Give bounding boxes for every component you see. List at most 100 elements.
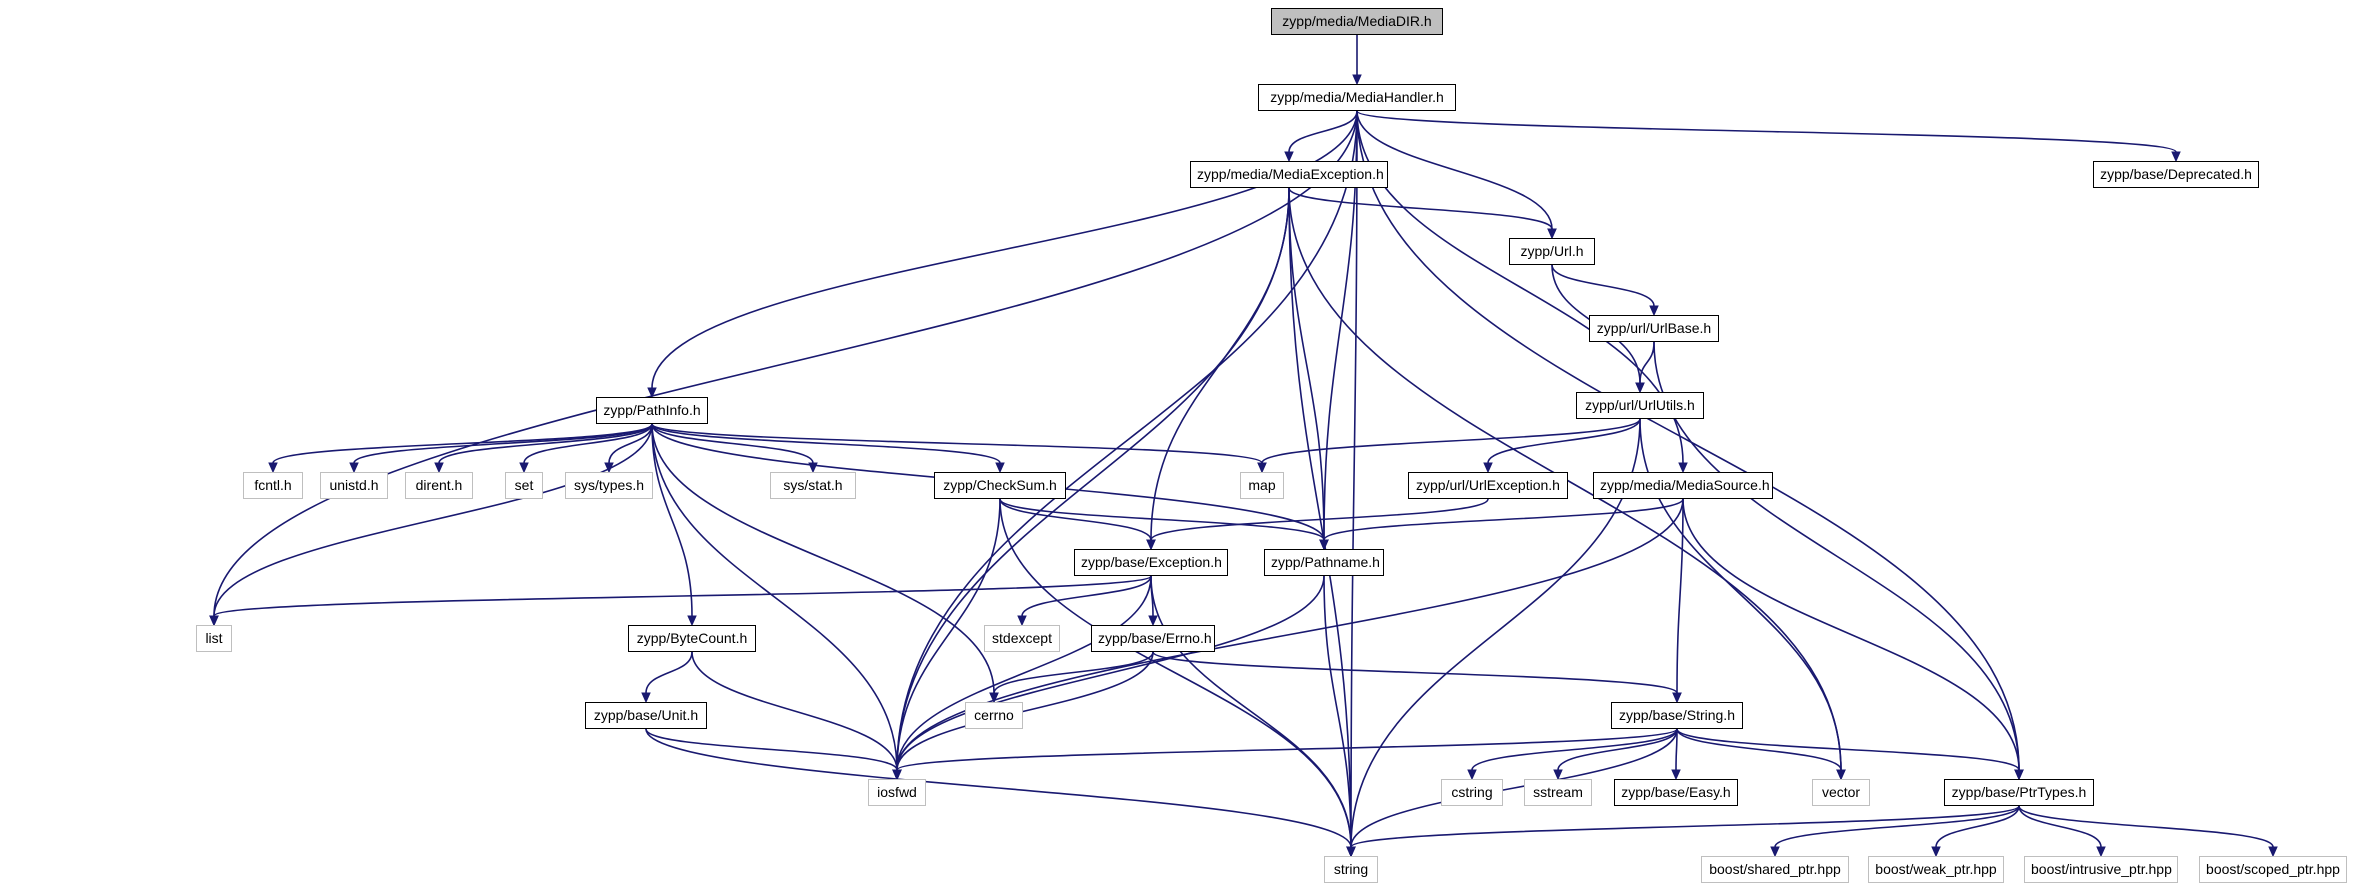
node-sys-types-h[interactable]: sys/types.h bbox=[565, 472, 653, 499]
node-ptrtypes-h[interactable]: zypp/base/PtrTypes.h bbox=[1944, 779, 2094, 806]
arrowhead-cstring bbox=[1467, 769, 1477, 781]
node-map[interactable]: map bbox=[1240, 472, 1284, 499]
node-set[interactable]: set bbox=[505, 472, 543, 499]
edge-mediaexception-to-url bbox=[1288, 187, 1553, 230]
node-easy-h[interactable]: zypp/base/Easy.h bbox=[1614, 779, 1738, 806]
node-errno-h[interactable]: zypp/base/Errno.h bbox=[1091, 625, 1215, 652]
node-urlutils-h[interactable]: zypp/url/UrlUtils.h bbox=[1576, 392, 1704, 419]
node-mediaexception-h[interactable]: zypp/media/MediaException.h bbox=[1190, 161, 1388, 188]
arrowhead-iosfwd bbox=[892, 769, 902, 781]
arrowhead-urlexception bbox=[1483, 462, 1493, 474]
arrowhead-pathname bbox=[1319, 539, 1329, 551]
edge-unit-to-string bbox=[645, 728, 1352, 848]
arrowhead-unit bbox=[641, 692, 651, 704]
node-boost-weak-ptr[interactable]: boost/weak_ptr.hpp bbox=[1868, 856, 2004, 883]
edge-errno-to-string_h bbox=[1152, 651, 1678, 694]
edge-pathinfo-to-bytecount bbox=[651, 423, 693, 617]
arrowhead-cerrno bbox=[989, 692, 999, 704]
node-checksum-h[interactable]: zypp/CheckSum.h bbox=[934, 472, 1066, 499]
edge-string_h-to-sstream bbox=[1557, 728, 1678, 771]
edge-ptrtypes-to-sharedptr bbox=[1774, 805, 2020, 848]
node-boost-intrusive-ptr[interactable]: boost/intrusive_ptr.hpp bbox=[2024, 856, 2178, 883]
node-deprecated-h[interactable]: zypp/base/Deprecated.h bbox=[2093, 161, 2259, 188]
node-pathinfo-h[interactable]: zypp/PathInfo.h bbox=[596, 397, 708, 424]
edge-exception-to-string bbox=[1150, 575, 1352, 848]
edge-string_h-to-vector bbox=[1676, 728, 1842, 771]
edge-string_h-to-cstring bbox=[1471, 728, 1678, 771]
node-cstring[interactable]: cstring bbox=[1441, 779, 1503, 806]
edge-mediahandler-to-url bbox=[1356, 110, 1553, 230]
arrowhead-set bbox=[519, 462, 529, 474]
arrowhead-exception bbox=[1146, 539, 1156, 551]
node-cerrno[interactable]: cerrno bbox=[965, 702, 1023, 729]
edge-bytecount-to-iosfwd bbox=[691, 651, 898, 771]
node-urlbase-h[interactable]: zypp/url/UrlBase.h bbox=[1589, 315, 1719, 342]
node-dirent-h[interactable]: dirent.h bbox=[405, 472, 473, 499]
node-fcntl-h[interactable]: fcntl.h bbox=[243, 472, 303, 499]
arrowhead-dirent bbox=[434, 462, 444, 474]
node-boost-shared-ptr[interactable]: boost/shared_ptr.hpp bbox=[1701, 856, 1849, 883]
arrowhead-urlutils bbox=[1635, 382, 1645, 394]
arrowhead-urlbase bbox=[1649, 305, 1659, 317]
arrowhead-mediaexception bbox=[1284, 151, 1294, 163]
node-mediasource-h[interactable]: zypp/media/MediaSource.h bbox=[1593, 472, 1773, 499]
edge-unit-to-iosfwd bbox=[645, 728, 898, 771]
node-sstream[interactable]: sstream bbox=[1524, 779, 1592, 806]
edge-mediaexception-to-iosfwd bbox=[896, 187, 1290, 771]
edge-bytecount-to-unit bbox=[645, 651, 693, 694]
arrowhead-fcntl bbox=[268, 462, 278, 474]
node-url-h[interactable]: zypp/Url.h bbox=[1509, 238, 1595, 265]
node-sys-stat-h[interactable]: sys/stat.h bbox=[770, 472, 856, 499]
edge-mediasource-to-string_h bbox=[1676, 498, 1684, 694]
arrowhead-bytecount bbox=[687, 615, 697, 627]
arrowhead-easy bbox=[1671, 769, 1681, 781]
edge-mediahandler-to-list bbox=[213, 110, 1358, 617]
arrowhead-list bbox=[209, 615, 219, 627]
node-boost-scoped-ptr[interactable]: boost/scoped_ptr.hpp bbox=[2199, 856, 2347, 883]
node-stdexcept[interactable]: stdexcept bbox=[984, 625, 1060, 652]
edge-pathinfo-to-sysstat bbox=[651, 423, 814, 464]
arrowhead-string bbox=[1346, 846, 1356, 858]
arrowhead-sharedptr bbox=[1770, 846, 1780, 858]
node-pathname-h[interactable]: zypp/Pathname.h bbox=[1264, 549, 1384, 576]
edge-pathinfo-to-set bbox=[523, 423, 653, 464]
edge-mediahandler-to-string bbox=[1350, 110, 1358, 848]
node-base-string-h[interactable]: zypp/base/String.h bbox=[1611, 702, 1743, 729]
edge-exception-to-stdexcept bbox=[1021, 575, 1152, 617]
node-exception-h[interactable]: zypp/base/Exception.h bbox=[1074, 549, 1228, 576]
edge-mediahandler-to-mediaexception bbox=[1288, 110, 1358, 153]
arrowhead-unistd bbox=[349, 462, 359, 474]
arrowhead-sstream bbox=[1553, 769, 1563, 781]
node-list[interactable]: list bbox=[196, 625, 232, 652]
node-vector[interactable]: vector bbox=[1812, 779, 1870, 806]
arrowhead-url bbox=[1547, 228, 1557, 240]
node-unit-h[interactable]: zypp/base/Unit.h bbox=[585, 702, 707, 729]
arrowhead-string_h bbox=[1672, 692, 1682, 704]
edge-mediasource-to-pathname bbox=[1323, 498, 1684, 541]
edge-mediahandler-to-iosfwd bbox=[896, 110, 1358, 771]
edge-mediasource-to-ptrtypes bbox=[1682, 498, 2020, 771]
node-mediahandler-h[interactable]: zypp/media/MediaHandler.h bbox=[1258, 84, 1456, 111]
edge-ptrtypes-to-string bbox=[1350, 805, 2020, 848]
edge-string_h-to-ptrtypes bbox=[1676, 728, 2020, 771]
arrowhead-deprecated bbox=[2171, 151, 2181, 163]
node-urlexception-h[interactable]: zypp/url/UrlException.h bbox=[1408, 472, 1568, 499]
node-mediadir-h[interactable]: zypp/media/MediaDIR.h bbox=[1271, 8, 1443, 35]
edge-mediahandler-to-deprecated bbox=[1356, 110, 2177, 153]
edge-ptrtypes-to-weakptr bbox=[1935, 805, 2020, 848]
node-bytecount-h[interactable]: zypp/ByteCount.h bbox=[628, 625, 756, 652]
edge-string_h-to-iosfwd bbox=[896, 728, 1678, 771]
node-string[interactable]: string bbox=[1324, 856, 1378, 883]
arrowhead-checksum bbox=[995, 462, 1005, 474]
edge-urlutils-to-urlexception bbox=[1487, 418, 1641, 464]
arrowhead-mediasource bbox=[1678, 462, 1688, 474]
edge-string_h-to-string bbox=[1350, 728, 1678, 848]
edge-errno-to-iosfwd bbox=[896, 651, 1154, 771]
edge-pathinfo-to-dirent bbox=[438, 423, 653, 464]
edge-checksum-to-iosfwd bbox=[896, 498, 1001, 771]
node-unistd-h[interactable]: unistd.h bbox=[320, 472, 388, 499]
edge-checksum-to-pathname bbox=[999, 498, 1325, 541]
node-iosfwd[interactable]: iosfwd bbox=[868, 779, 926, 806]
